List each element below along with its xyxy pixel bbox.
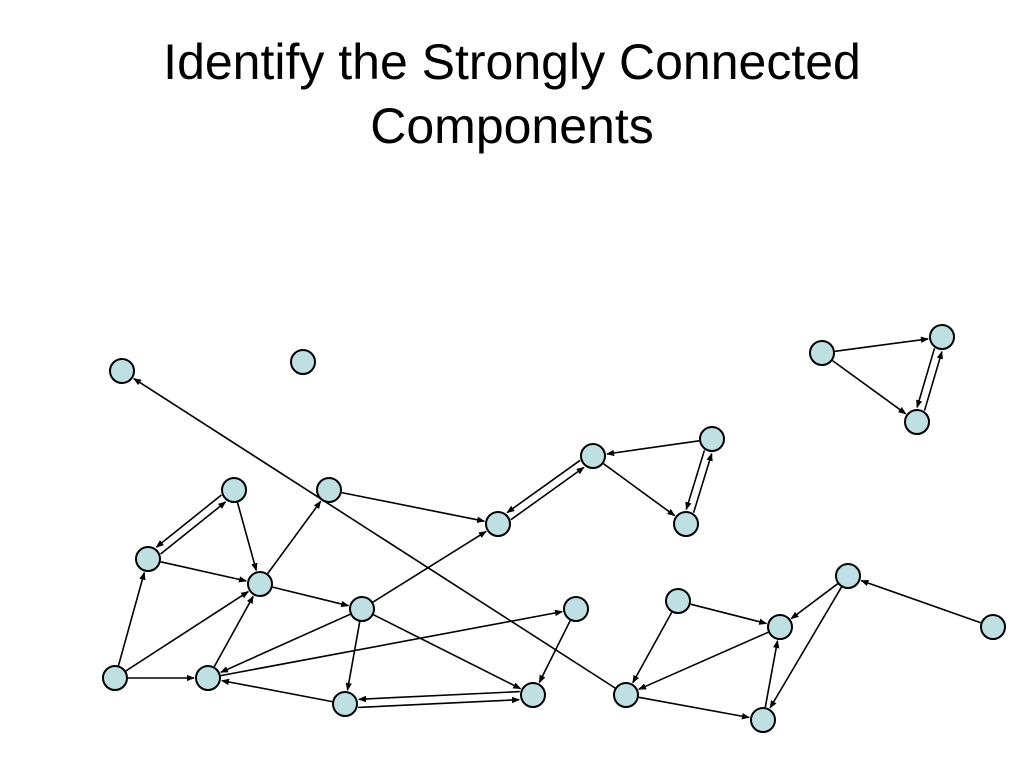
graph-node-n4 [699,426,725,452]
edge-n10-to-n7 [267,500,322,574]
graph-node-n6 [221,477,247,503]
graph-node-n19 [835,563,861,589]
edge-n15-to-n13 [220,609,563,677]
edge-n14-to-n11 [117,571,146,666]
nodes [102,324,1006,733]
edge-n7-to-n8 [341,491,486,523]
edge-n6-to-n11 [155,494,222,548]
graph-node-n20 [767,614,793,640]
graph-node-n24 [750,707,776,733]
graph-node-n17 [520,682,546,708]
edge-n19-to-n20 [790,583,839,620]
edge-n5-to-n8 [506,459,581,514]
graph-node-n23 [980,614,1006,640]
edge-n12-to-n8 [372,530,487,603]
graph-node-n10 [247,571,273,597]
edge-n22-to-n21 [133,377,616,689]
edge-n20-to-n22 [638,631,769,691]
graph-node-n25 [290,349,316,375]
graph-node-n9 [673,511,699,537]
edge-n10-to-n12 [272,586,350,608]
edge-n19-to-n24 [769,586,843,709]
slide-title: Identify the Strongly Connected Componen… [0,30,1024,158]
graph-node-n2 [929,324,955,350]
edge-n9-to-n4 [692,452,713,513]
edges [117,336,981,720]
edge-n12-to-n15 [220,613,351,674]
edge-n11-to-n6 [160,501,227,555]
graph-node-n8 [485,511,511,537]
graph-node-n7 [316,477,342,503]
edge-n13-to-n17 [538,620,571,684]
graph-node-n3 [904,409,930,435]
edge-n5-to-n9 [603,463,676,517]
edge-n11-to-n10 [160,561,248,583]
graph-node-n22 [613,682,639,708]
edge-n18-to-n20 [690,603,768,625]
graph-node-n13 [563,596,589,622]
edge-n4-to-n9 [685,450,706,511]
graph-node-n18 [665,588,691,614]
graph-node-n12 [349,596,375,622]
edge-n8-to-n5 [510,466,585,521]
edge-n14-to-n10 [125,590,249,672]
slide-title-line-2: Components [370,98,654,154]
edge-n15-to-n10 [213,595,254,667]
graph-node-n16 [332,691,358,717]
edge-n4-to-n5 [606,440,700,457]
edge-n16-to-n17 [358,696,520,709]
edge-n23-to-n19 [860,579,981,624]
graph-node-n1 [809,340,835,366]
graph-node-n15 [195,665,221,691]
edge-n1-to-n2 [834,336,929,353]
edge-n1-to-n3 [832,359,907,415]
edge-n17-to-n16 [358,690,520,703]
graph-node-n21 [109,358,135,384]
edge-n6-to-n10 [236,502,258,572]
edge-n18-to-n22 [632,612,673,684]
edge-n2-to-n3 [916,348,936,409]
edge-n24-to-n20 [764,640,780,708]
edge-n12-to-n16 [345,621,361,691]
graph-node-n11 [135,546,161,572]
edge-n22-to-n24 [638,696,750,720]
edge-n12-to-n17 [373,614,522,690]
graph-node-n5 [580,443,606,469]
edge-n16-to-n15 [221,678,333,703]
graph-node-n14 [102,665,128,691]
edge-n3-to-n2 [923,350,943,411]
slide-title-line-1: Identify the Strongly Connected [163,34,861,90]
